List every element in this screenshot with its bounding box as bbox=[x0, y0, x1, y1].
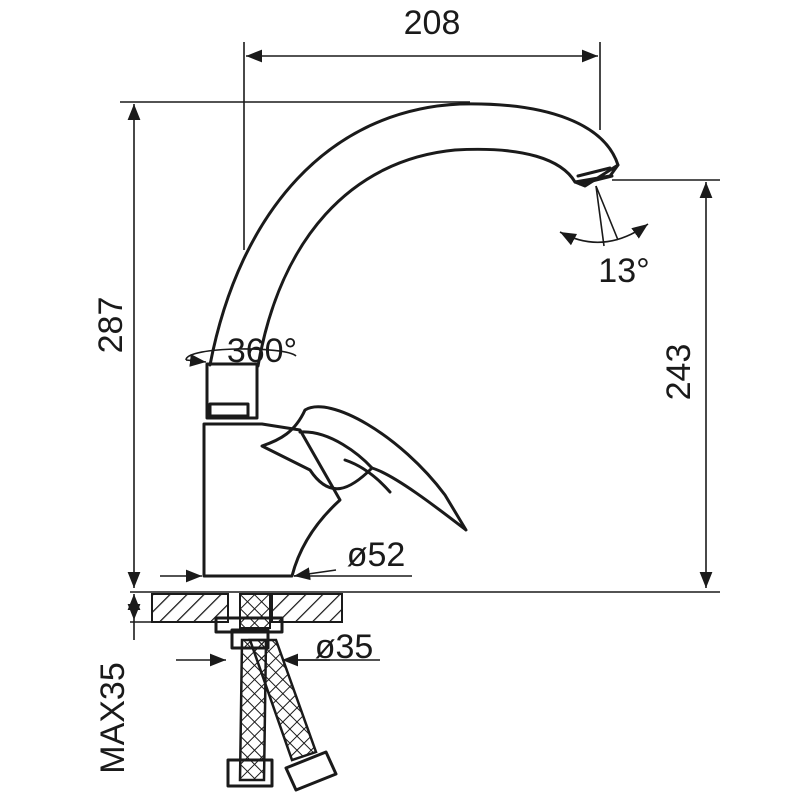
dim-angle: 13° bbox=[559, 185, 650, 290]
dim-max-thickness-label: MAX35 bbox=[94, 662, 132, 774]
spout-inner bbox=[256, 147, 577, 368]
mounting-nut bbox=[214, 616, 284, 634]
lever-handle bbox=[260, 405, 468, 532]
dim-angle-label: 13° bbox=[598, 252, 649, 290]
swivel-collar bbox=[208, 402, 250, 418]
dim-max-thickness: MAX35 bbox=[94, 594, 141, 774]
dim-width-label: 208 bbox=[404, 4, 461, 42]
dim-base-diameter-label: ø52 bbox=[347, 536, 406, 574]
countertop-section bbox=[130, 591, 720, 634]
mounting-stud bbox=[239, 593, 271, 629]
hose-right-nut bbox=[284, 750, 338, 792]
dim-rotation-label: 360° bbox=[227, 332, 297, 370]
supply-hoses bbox=[226, 628, 338, 792]
dim-spout-height-label: 243 bbox=[660, 344, 698, 401]
dim-total-height: 287 bbox=[92, 101, 470, 588]
dim-rotation: 360° bbox=[185, 332, 297, 370]
aerator-ring bbox=[576, 166, 614, 186]
dim-total-height-label: 287 bbox=[92, 297, 130, 354]
hose-connector bbox=[230, 628, 270, 650]
dim-hole-diameter-label: ø35 bbox=[315, 628, 374, 666]
lever-detail bbox=[298, 430, 392, 494]
dim-spout-height: 243 bbox=[612, 179, 720, 588]
hose-left-nut bbox=[226, 758, 274, 788]
body-cylinder bbox=[202, 422, 342, 578]
countertop-right bbox=[271, 593, 343, 623]
dim-base-diameter: ø52 bbox=[160, 536, 412, 583]
dim-width: 208 bbox=[243, 4, 601, 250]
faucet-body bbox=[202, 102, 620, 578]
dim-hole-diameter: ø35 bbox=[176, 628, 380, 667]
swivel-ring bbox=[205, 362, 259, 420]
spout-outer bbox=[208, 102, 620, 367]
